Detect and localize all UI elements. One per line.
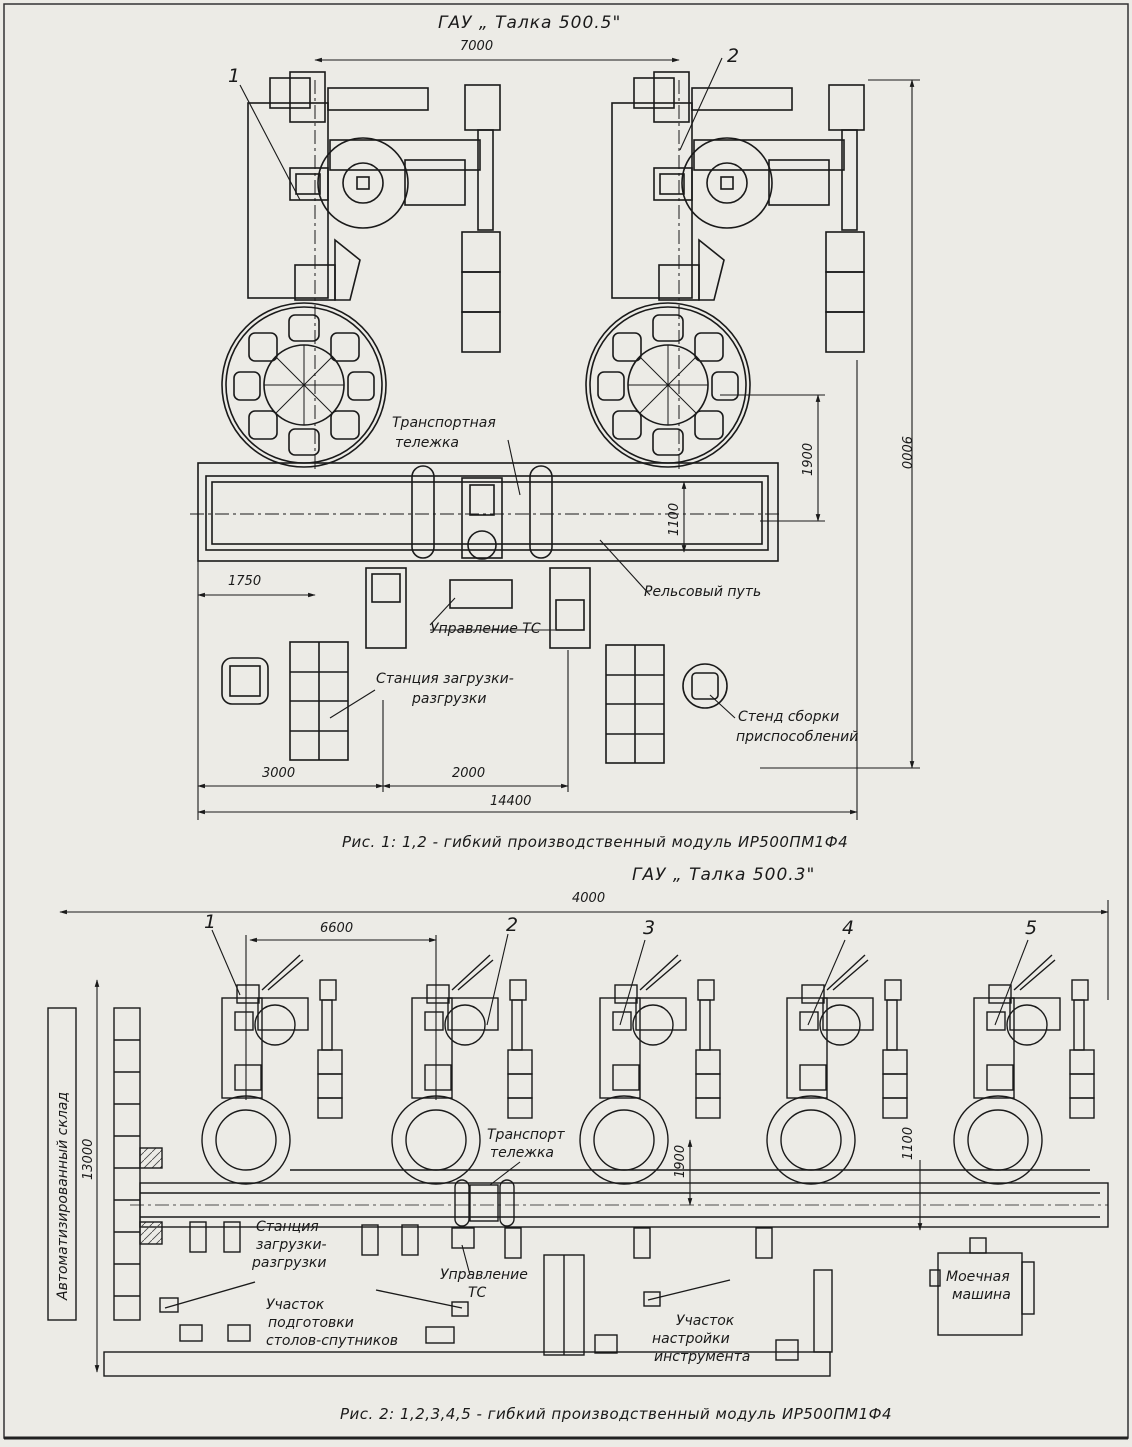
fig2-title: ГАУ „ Талка 500.3" <box>632 865 816 885</box>
fig1-dim-1900: 1900 <box>801 442 816 476</box>
fig2-dimension-lines <box>59 900 1109 1373</box>
fig2-callout-4: 4 <box>842 917 855 939</box>
fig2-cart-label-2: тележка <box>490 1145 554 1161</box>
fig2-prep-label-3: столов-спутников <box>266 1333 399 1349</box>
fig2-warehouse-label: Автоматизированный склад <box>55 1091 71 1300</box>
fig1-floor-equipment <box>221 567 728 764</box>
fig1-rail-label: Рельсовый путь <box>644 584 762 600</box>
fig2-callout-5: 5 <box>1025 917 1038 939</box>
fig1-dim-1750: 1750 <box>228 574 262 589</box>
fig1-rail-track <box>190 462 780 562</box>
fig2-warehouse <box>47 1007 831 1377</box>
fig1-dim-3000: 3000 <box>262 766 296 781</box>
page-border <box>3 3 1129 1439</box>
fig1-dimension-lines <box>197 57 920 820</box>
fig1-stand-label-1: Стенд сборки <box>738 709 840 725</box>
fig2-caption: Рис. 2: 1,2,3,4,5 - гибкий производствен… <box>340 1405 893 1423</box>
fig1-caption: Рис. 1: 1,2 - гибкий производственный мо… <box>342 833 849 851</box>
fig1-cart-label-1: Транспортная <box>392 415 496 431</box>
fig2-prep-label-1: Участок <box>266 1297 325 1313</box>
fig2-control-label-1: Управление <box>440 1267 528 1283</box>
fig1-control-label: Управление ТС <box>430 621 541 637</box>
fig1-dim-1100: 1100 <box>667 502 682 536</box>
fig2-station-label-1: Станция <box>256 1219 319 1235</box>
fig1-dim-14400: 14400 <box>490 794 532 809</box>
fig2-station-label-2: загрузки- <box>256 1237 327 1253</box>
fig2-dim-1100: 1100 <box>901 1126 916 1160</box>
fig1-station-label-1: Станция загрузки- <box>376 671 514 687</box>
fig2-floor-equipment <box>159 1221 1035 1361</box>
figure-2-drawing <box>47 900 1109 1377</box>
fig2-tool-label-2: настройки <box>652 1331 730 1347</box>
fig2-wash-label-1: Моечная <box>946 1269 1010 1285</box>
fig2-callout-3: 3 <box>643 917 656 939</box>
fig1-dim-9000: 9000 <box>898 436 913 470</box>
fig2-tool-label-3: инструмента <box>654 1349 751 1365</box>
fig1-stand-label-2: приспособлений <box>736 729 859 745</box>
fig2-dim-6600: 6600 <box>320 921 354 936</box>
fig2-control-label-2: ТС <box>468 1285 487 1301</box>
fig1-module-1 <box>221 71 501 470</box>
fig1-callout-1: 1 <box>228 65 241 87</box>
fig1-station-label-2: разгрузки <box>412 691 487 707</box>
fig2-dim-1900: 1900 <box>673 1144 688 1178</box>
fig1-module-2 <box>585 71 865 470</box>
fig2-station-label-3: разгрузки <box>252 1255 327 1271</box>
fig2-tool-label-1: Участок <box>676 1313 735 1329</box>
fig2-dim-13000: 13000 <box>81 1138 96 1180</box>
figure-1-drawing <box>190 57 920 820</box>
fig2-callout-1: 1 <box>204 911 217 933</box>
fig1-title: ГАУ „ Талка 500.5" <box>438 13 622 33</box>
fig2-wash-label-2: машина <box>952 1287 1011 1303</box>
fig1-callout-2: 2 <box>727 45 740 67</box>
fig2-prep-label-2: подготовки <box>268 1315 354 1331</box>
fig1-cart-label-2: тележка <box>395 435 459 451</box>
fig2-cart-label-1: Транспорт <box>487 1127 565 1143</box>
fig2-modules <box>201 954 1095 1185</box>
fig2-callout-2: 2 <box>506 914 519 936</box>
fig2-dim-4000: 4000 <box>572 891 606 906</box>
fig1-dim-7000: 7000 <box>460 39 494 54</box>
fig1-dim-2000: 2000 <box>452 766 486 781</box>
